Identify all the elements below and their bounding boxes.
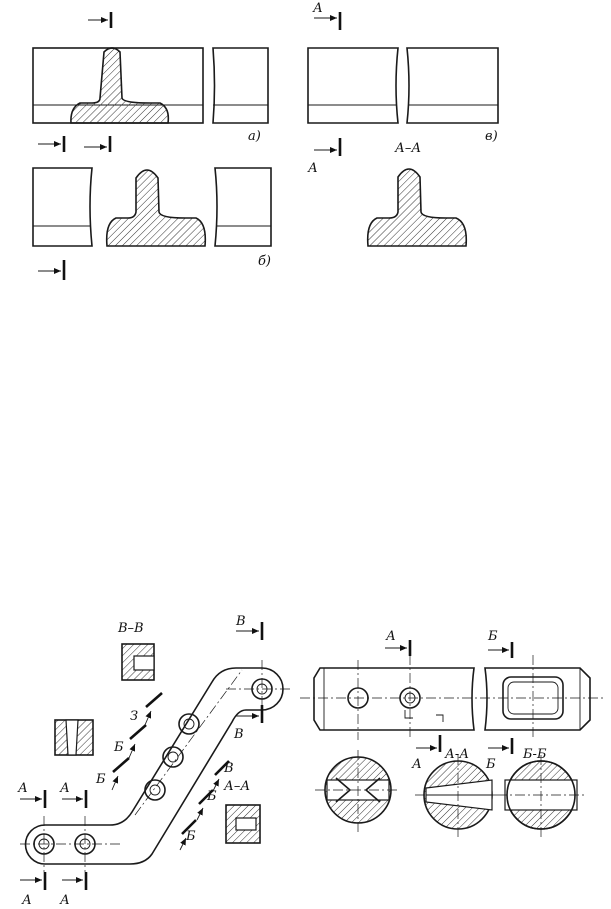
fig-v-view: А А А–А в) bbox=[307, 1, 499, 247]
section-letter-top: А bbox=[312, 1, 323, 16]
cut-mark-left-a bbox=[38, 136, 66, 152]
mark-b-1: Б bbox=[95, 772, 106, 787]
fig-b-view: б) bbox=[32, 167, 272, 280]
mark-z: З bbox=[130, 709, 138, 724]
section-v-title: В–В bbox=[117, 621, 144, 636]
mark-a-2: А bbox=[59, 781, 70, 796]
mark-b-2: Б bbox=[113, 740, 124, 755]
section-letter-bottom: А bbox=[307, 161, 318, 176]
shaft-right-part bbox=[484, 667, 591, 731]
shaft-mark-a-top: А bbox=[385, 629, 396, 644]
fig-a-view: а) bbox=[32, 12, 269, 152]
cut-mark-b bbox=[38, 260, 66, 280]
mark-v-3: В bbox=[233, 727, 244, 742]
shaft-section-b-b: Б-Б bbox=[497, 747, 585, 838]
cut-mark-bottom-v: А bbox=[307, 138, 342, 176]
section-v-v: В–В bbox=[117, 621, 155, 681]
t-profile-section-a bbox=[70, 47, 170, 124]
bracket-drawing: В–В А–А А А А А Б bbox=[17, 614, 290, 908]
shaft-cut-marks: А Б А Б bbox=[385, 629, 514, 772]
section-a-title-left: А–А bbox=[223, 779, 250, 794]
t-profile-section-v bbox=[366, 168, 468, 247]
section-title-top: А–А bbox=[394, 141, 421, 156]
bracket-holes bbox=[33, 678, 273, 855]
mark-b-4: Б bbox=[206, 789, 217, 804]
mark-v-2: В bbox=[235, 614, 246, 629]
cut-marks-bracket: А А А А Б Б З Б Б bbox=[17, 614, 264, 908]
shaft-section-a-a: А-А bbox=[415, 747, 500, 838]
shaft-mark-a-bottom: А bbox=[411, 757, 422, 772]
shaft-section-a-title: А-А bbox=[444, 747, 469, 762]
shaft-section-plain bbox=[315, 750, 400, 832]
mark-a-1: А bbox=[17, 781, 28, 796]
fig-label-a: а) bbox=[248, 129, 261, 144]
mark-a-4: А bbox=[59, 893, 70, 908]
shaft-section-b-title: Б-Б bbox=[522, 747, 547, 762]
shaft-left-part bbox=[313, 667, 475, 731]
section-left-small bbox=[54, 719, 94, 756]
cut-mark-top-a bbox=[88, 12, 113, 28]
cut-mark-right-a bbox=[84, 136, 112, 152]
fig-label-v: в) bbox=[485, 129, 498, 144]
shaft-mark-b-top: Б bbox=[487, 629, 498, 644]
mark-b-3: Б bbox=[185, 829, 196, 844]
shaft-drawing: А Б А Б А-А bbox=[300, 629, 603, 838]
section-a-a-left: А–А bbox=[223, 779, 261, 844]
mark-a-3: А bbox=[21, 893, 32, 908]
cut-mark-top-v: А bbox=[312, 1, 342, 30]
fig-label-b: б) bbox=[258, 254, 271, 269]
t-profile-section-b bbox=[105, 169, 207, 247]
mark-v-1: В bbox=[223, 761, 234, 776]
shaft-mark-b-bottom: Б bbox=[485, 757, 496, 772]
